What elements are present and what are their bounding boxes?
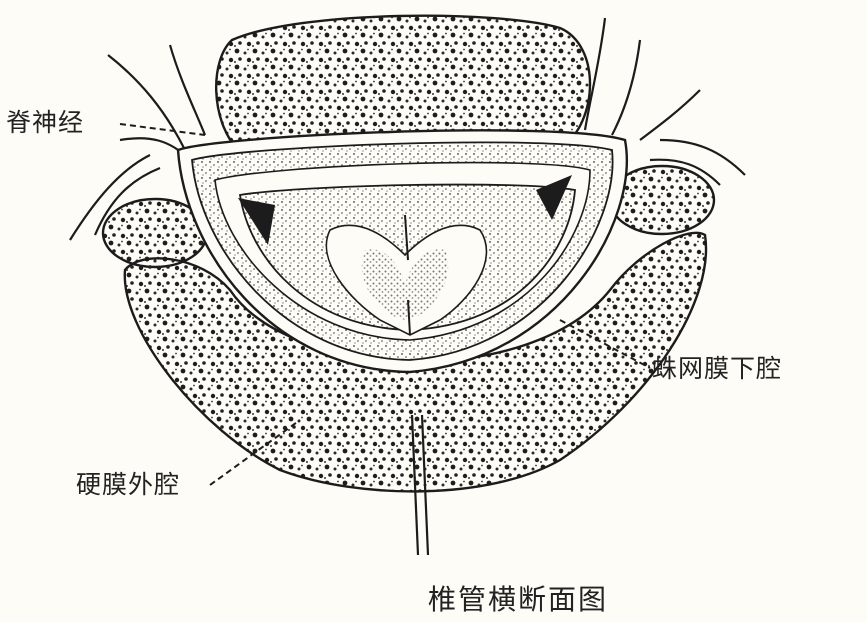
- label-subarachnoid-space: 蛛网膜下腔: [652, 356, 782, 381]
- leader-spinal-nerve: [120, 124, 205, 135]
- figure-caption: 椎管横断面图: [428, 586, 608, 614]
- label-spinal-nerve: 脊神经: [6, 110, 84, 135]
- label-epidural-space: 硬膜外腔: [76, 472, 180, 497]
